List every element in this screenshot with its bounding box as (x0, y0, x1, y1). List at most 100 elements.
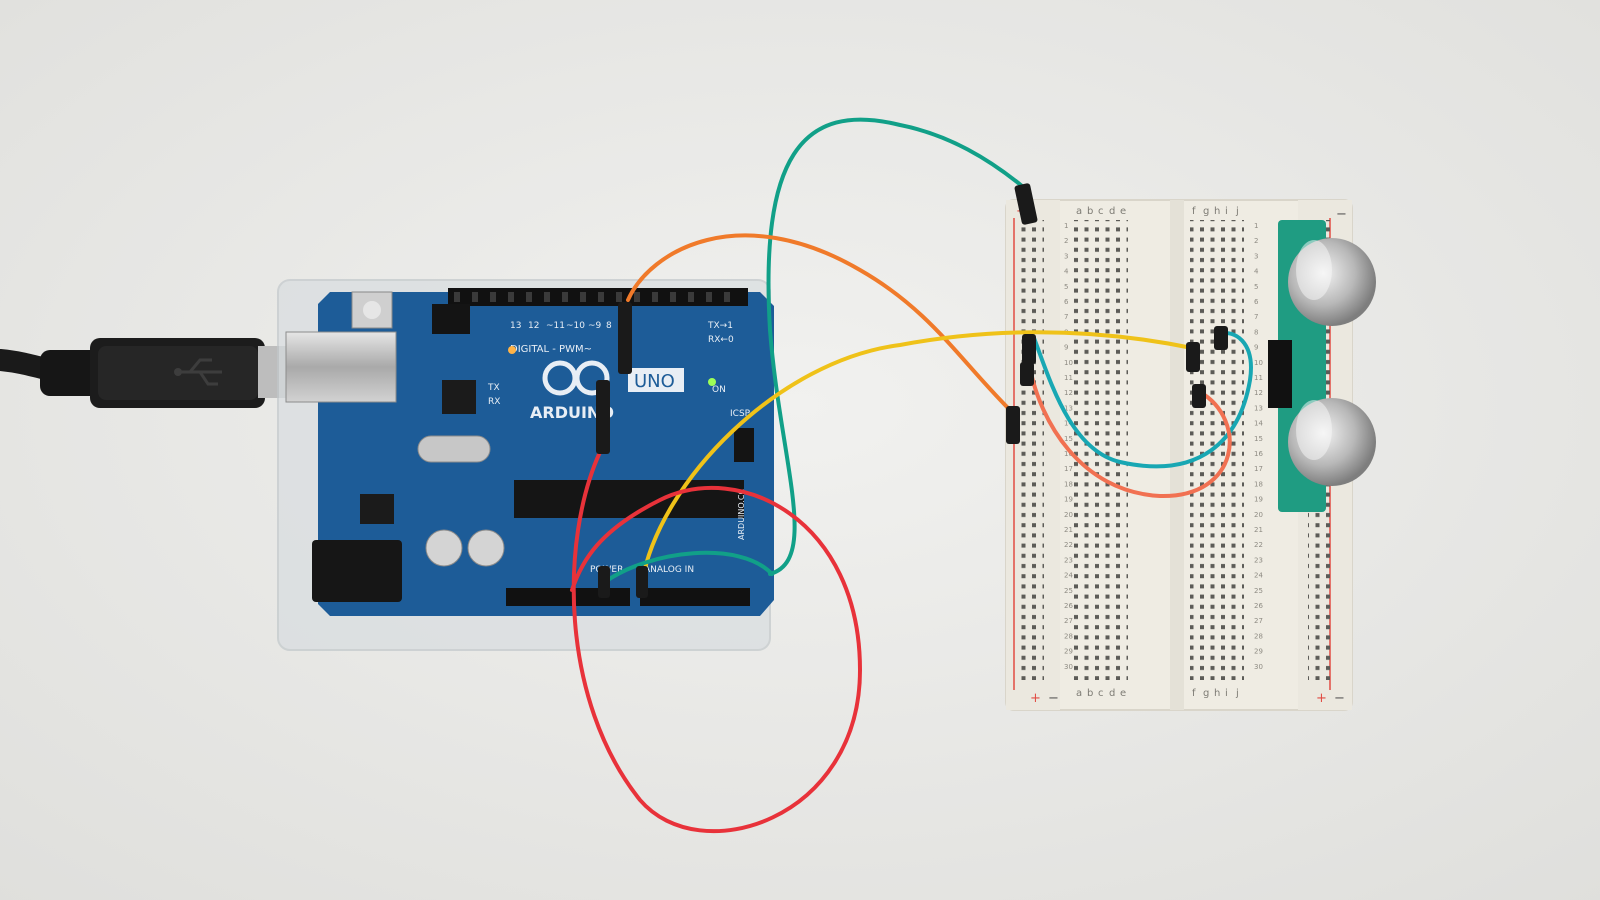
arduino-board: DIGITAL - PWM~ 13 12 ~11 ~10 ~9 8 TX→1 R… (285, 288, 774, 616)
row-number-left: 14 (1064, 420, 1073, 428)
row-number-right: 28 (1254, 632, 1263, 640)
row-number-right: 19 (1254, 496, 1263, 504)
column-h: h (1214, 206, 1220, 217)
l-led (508, 346, 516, 354)
wire-teal-short (603, 550, 774, 584)
row-number-right: 21 (1254, 526, 1263, 534)
row-number-left: 15 (1064, 435, 1073, 443)
row-number-left: 29 (1064, 648, 1073, 656)
row-number-right: 10 (1254, 359, 1263, 367)
row-number-left: 30 (1064, 663, 1073, 671)
board-model: UNO (634, 371, 675, 392)
row-number-left: 20 (1064, 511, 1073, 519)
row-number-left: 2 (1064, 237, 1068, 245)
pin-label-rx: RX←0 (708, 335, 734, 345)
rx-led-label: RX (488, 397, 500, 407)
row-number-right: 1 (1254, 222, 1258, 230)
row-number-left: 6 (1064, 298, 1069, 306)
row-number-left: 28 (1064, 632, 1073, 640)
column-g: g (1203, 206, 1209, 217)
microcontroller-chip (514, 480, 744, 518)
row-number-right: 29 (1254, 648, 1263, 656)
tx-led-label: TX (487, 383, 500, 393)
pin-label-9: ~9 (588, 321, 602, 331)
row-number-left: 7 (1064, 313, 1068, 321)
arduino-logo-icon (542, 360, 610, 396)
row-number-left: 5 (1064, 283, 1068, 291)
row-number-left: 27 (1064, 617, 1073, 625)
row-number-left: 22 (1064, 541, 1073, 549)
column-f-bottom: f (1192, 688, 1196, 699)
usb-b-port (285, 331, 397, 403)
rail-minus-right: − (1336, 207, 1347, 222)
row-number-left: 10 (1064, 359, 1073, 367)
board-side-label: ARDUINO.CC (737, 489, 746, 540)
column-g-bottom: g (1203, 688, 1209, 699)
row-number-left: 9 (1064, 344, 1068, 352)
row-number-right: 24 (1254, 572, 1263, 580)
row-number-right: 20 (1254, 511, 1263, 519)
row-number-right: 23 (1254, 556, 1263, 564)
on-led-label: ON (712, 385, 726, 395)
pin-label-8: 8 (606, 321, 612, 331)
terminal-strip-right (1190, 220, 1244, 680)
row-number-right: 12 (1254, 389, 1263, 397)
column-c-bottom: c (1098, 688, 1104, 699)
row-number-left: 11 (1064, 374, 1073, 382)
power-header (506, 588, 630, 606)
column-e: e (1120, 206, 1126, 217)
row-number-right: 11 (1254, 374, 1263, 382)
row-number-left: 13 (1064, 404, 1073, 412)
column-h-bottom: h (1214, 688, 1220, 699)
row-number-left: 4 (1064, 268, 1069, 276)
power-rail-left (1018, 220, 1044, 680)
crystal (417, 435, 491, 463)
row-number-left: 17 (1064, 465, 1073, 473)
wire-orange (626, 233, 1012, 412)
row-number-right: 8 (1254, 328, 1258, 336)
row-number-left: 3 (1064, 252, 1068, 260)
icsp-label: ICSP (730, 409, 751, 419)
row-number-right: 9 (1254, 344, 1258, 352)
row-number-right: 7 (1254, 313, 1258, 321)
row-number-left: 1 (1064, 222, 1068, 230)
pin-label-10: ~10 (566, 321, 585, 331)
dc-power-jack (312, 540, 402, 602)
row-number-left: 25 (1064, 587, 1073, 595)
jumper-wires (570, 117, 1253, 834)
column-c: c (1098, 206, 1104, 217)
digital-pin-labels: 13 12 ~11 ~10 ~9 8 TX→1 RX←0 (510, 321, 734, 345)
rail-minus-bottom-left: − (1048, 691, 1059, 706)
row-number-right: 2 (1254, 237, 1258, 245)
wire-salmon (1028, 366, 1232, 499)
row-number-right: 18 (1254, 480, 1263, 488)
power-led (708, 378, 716, 386)
rail-plus-bottom-left: + (1030, 691, 1041, 706)
row-number-right: 27 (1254, 617, 1263, 625)
row-number-right: 14 (1254, 420, 1263, 428)
row-number-left: 23 (1064, 556, 1073, 564)
row-number-left: 18 (1064, 480, 1073, 488)
wire-yellow (640, 330, 1194, 584)
digital-header-label: DIGITAL - PWM~ (510, 344, 592, 355)
column-j: j (1235, 206, 1239, 217)
column-b: b (1087, 206, 1093, 217)
row-number-right: 5 (1254, 283, 1258, 291)
row-number-left: 12 (1064, 389, 1073, 397)
row-number-right: 25 (1254, 587, 1263, 595)
pin-label-12: 12 (528, 321, 539, 331)
usb-symbol-icon (174, 358, 222, 386)
wire-teal (1032, 331, 1253, 469)
capacitor-1 (425, 529, 463, 567)
ultrasonic-sensor (1268, 220, 1376, 512)
row-number-left: 19 (1064, 496, 1073, 504)
capacitor-2 (467, 529, 505, 567)
column-d: d (1109, 206, 1115, 217)
row-number-right: 4 (1254, 268, 1259, 276)
rail-minus-bottom-right: − (1334, 691, 1345, 706)
wire-red (570, 450, 863, 834)
row-number-right: 3 (1254, 252, 1258, 260)
column-a: a (1076, 206, 1082, 217)
pin-label-13: 13 (510, 321, 521, 331)
